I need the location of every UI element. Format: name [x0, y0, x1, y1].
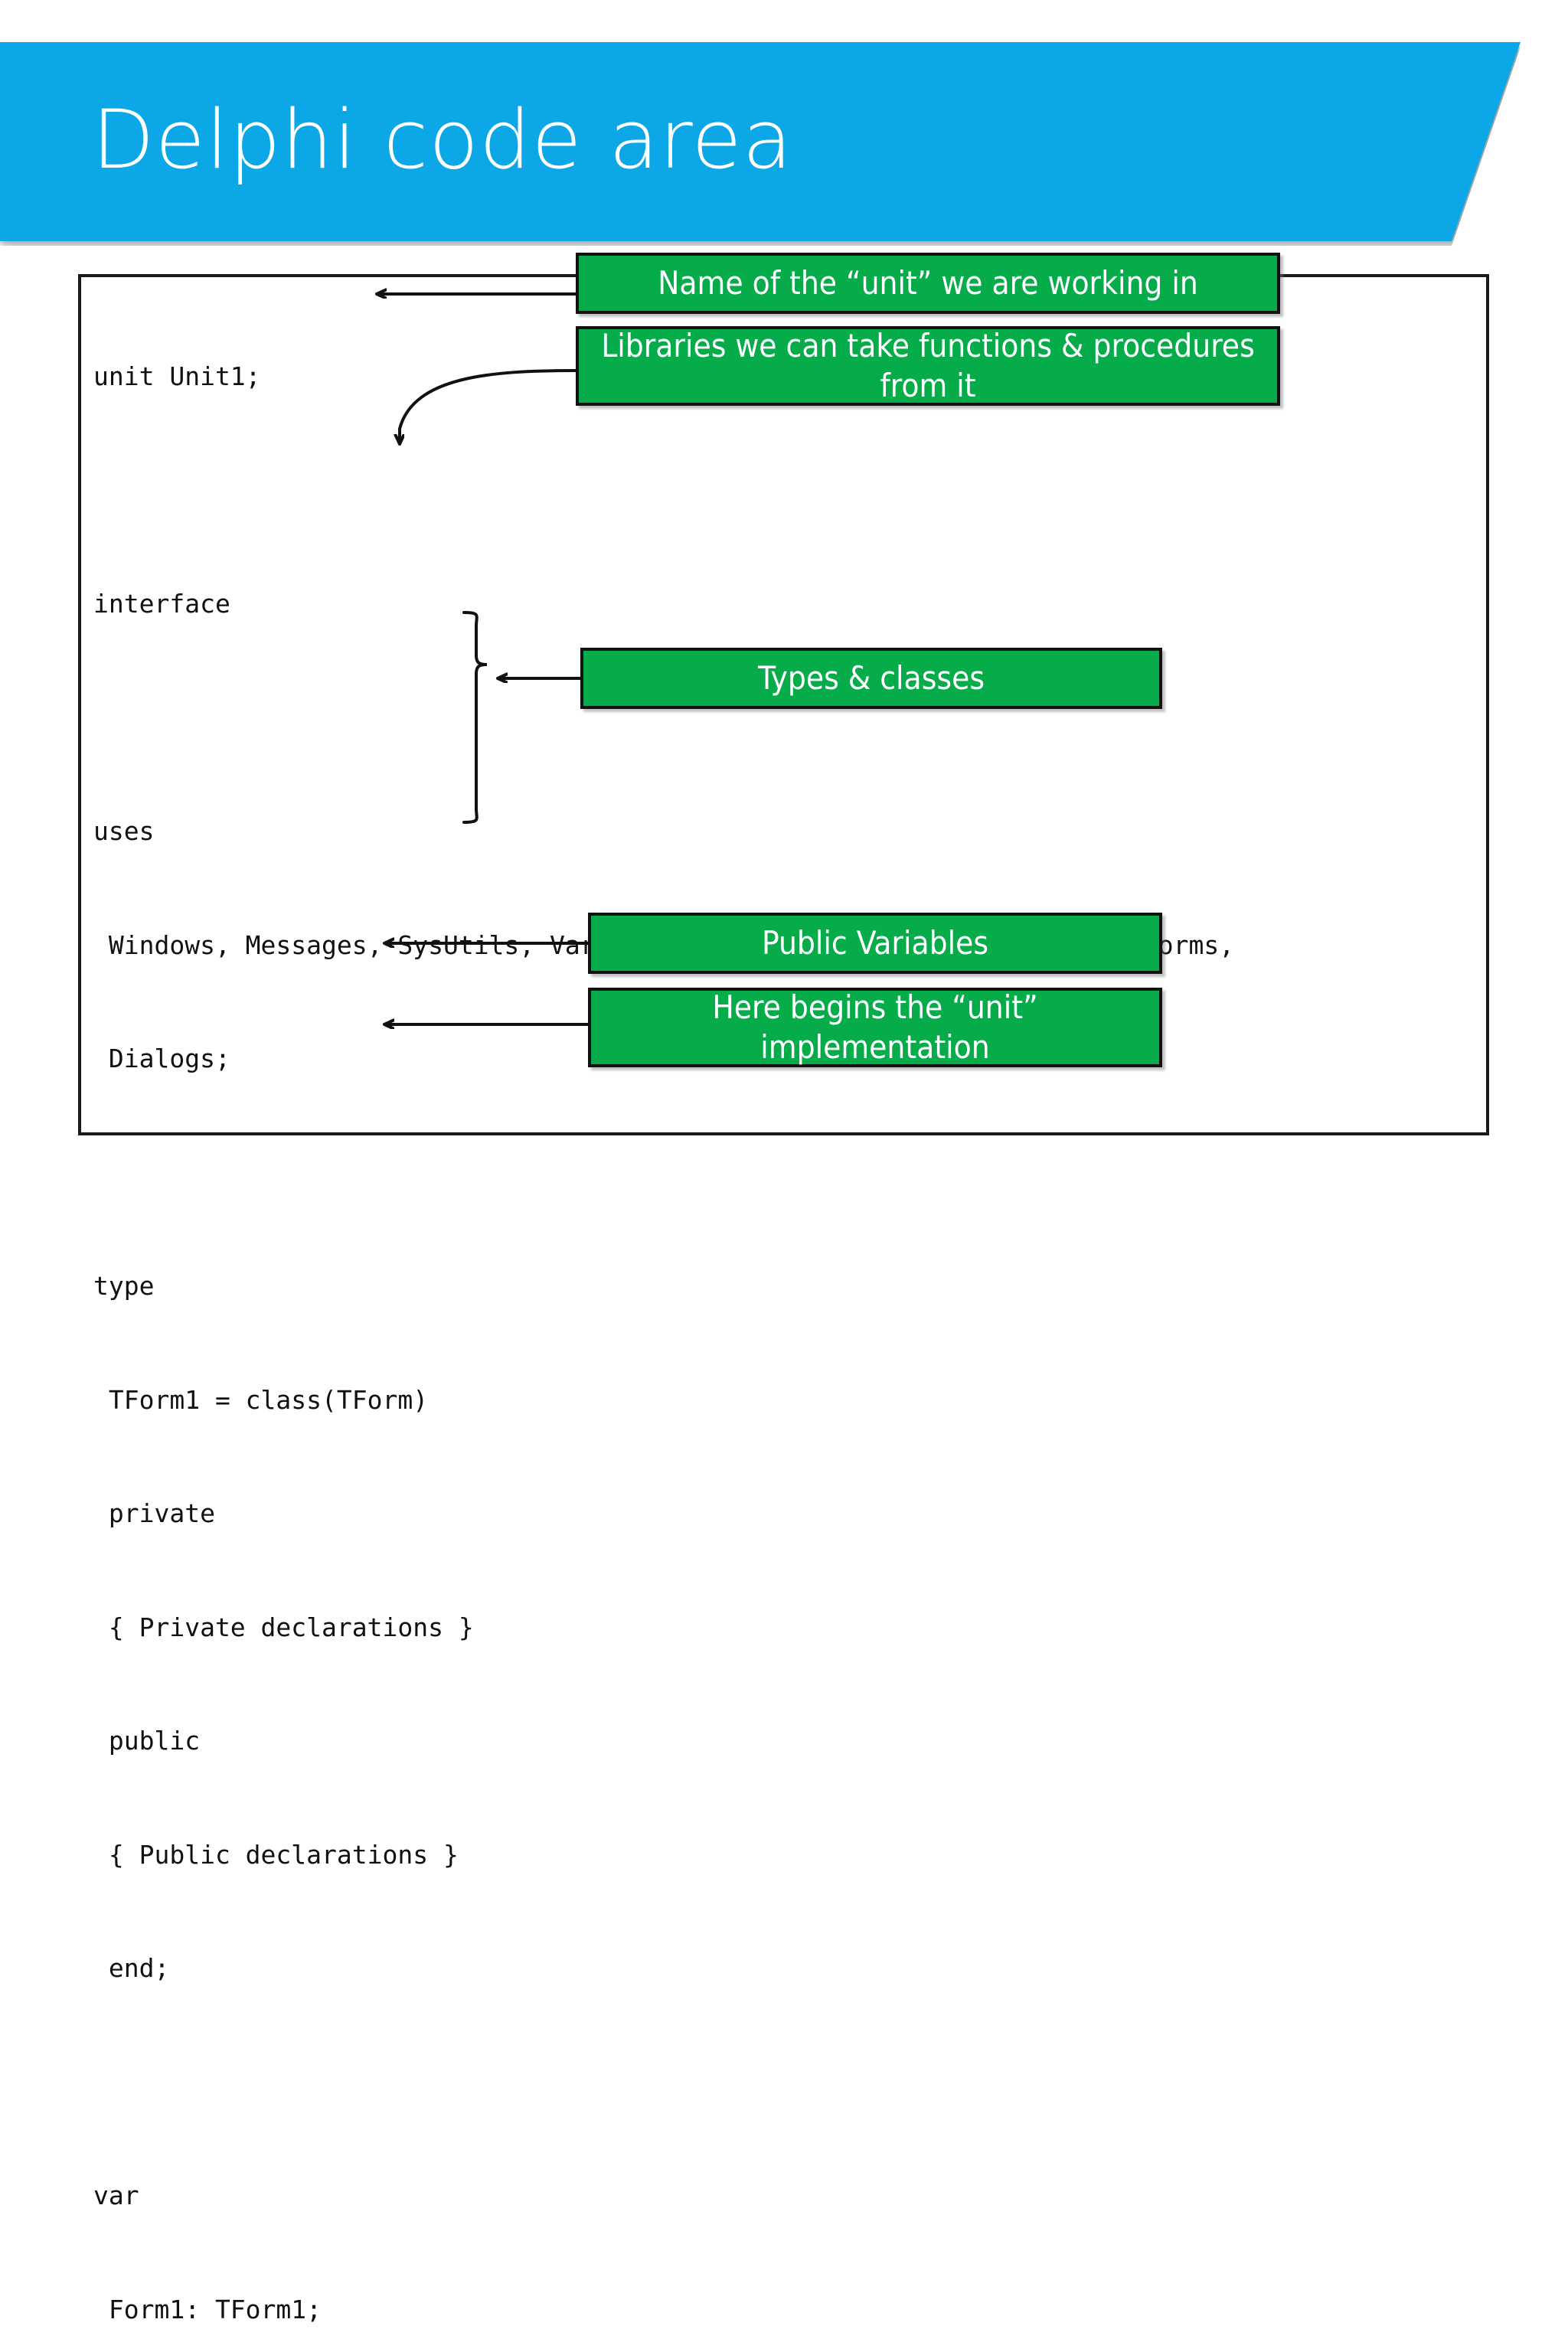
delphi-code-listing: unit Unit1; interface uses Windows, Mess… [93, 282, 1234, 2352]
code-line: Dialogs; [93, 1044, 230, 1073]
code-line: private [93, 1498, 215, 1528]
code-line [93, 472, 1234, 510]
callout-unit-name[interactable]: Name of the “unit” we are working in [576, 253, 1280, 314]
callout-libraries[interactable]: Libraries we can take functions & proced… [576, 326, 1280, 406]
code-line: { Public declarations } [93, 1839, 459, 1870]
callout-public-variables[interactable]: Public Variables [588, 913, 1162, 974]
code-line: public [93, 1726, 201, 1756]
code-line: var [93, 2180, 139, 2210]
code-line: Form1: TForm1; [93, 2294, 322, 2324]
code-line [93, 2063, 1234, 2102]
callout-types-and-classes[interactable]: Types & classes [580, 648, 1162, 709]
code-line: { Private declarations } [93, 1612, 474, 1642]
code-line: unit Unit1; [93, 361, 261, 391]
code-line: interface [93, 589, 230, 619]
code-line [93, 1154, 1234, 1192]
callout-implementation[interactable]: Here begins the “unit” implementation [588, 988, 1162, 1067]
page-title: Delphi code area [92, 92, 793, 187]
code-line: type [93, 1271, 155, 1301]
code-line: end; [93, 1953, 170, 1983]
title-banner: Delphi code area [0, 42, 1531, 246]
title-banner-shape [0, 42, 1521, 241]
code-line: uses [93, 816, 155, 846]
code-line: TForm1 = class(TForm) [93, 1384, 429, 1415]
